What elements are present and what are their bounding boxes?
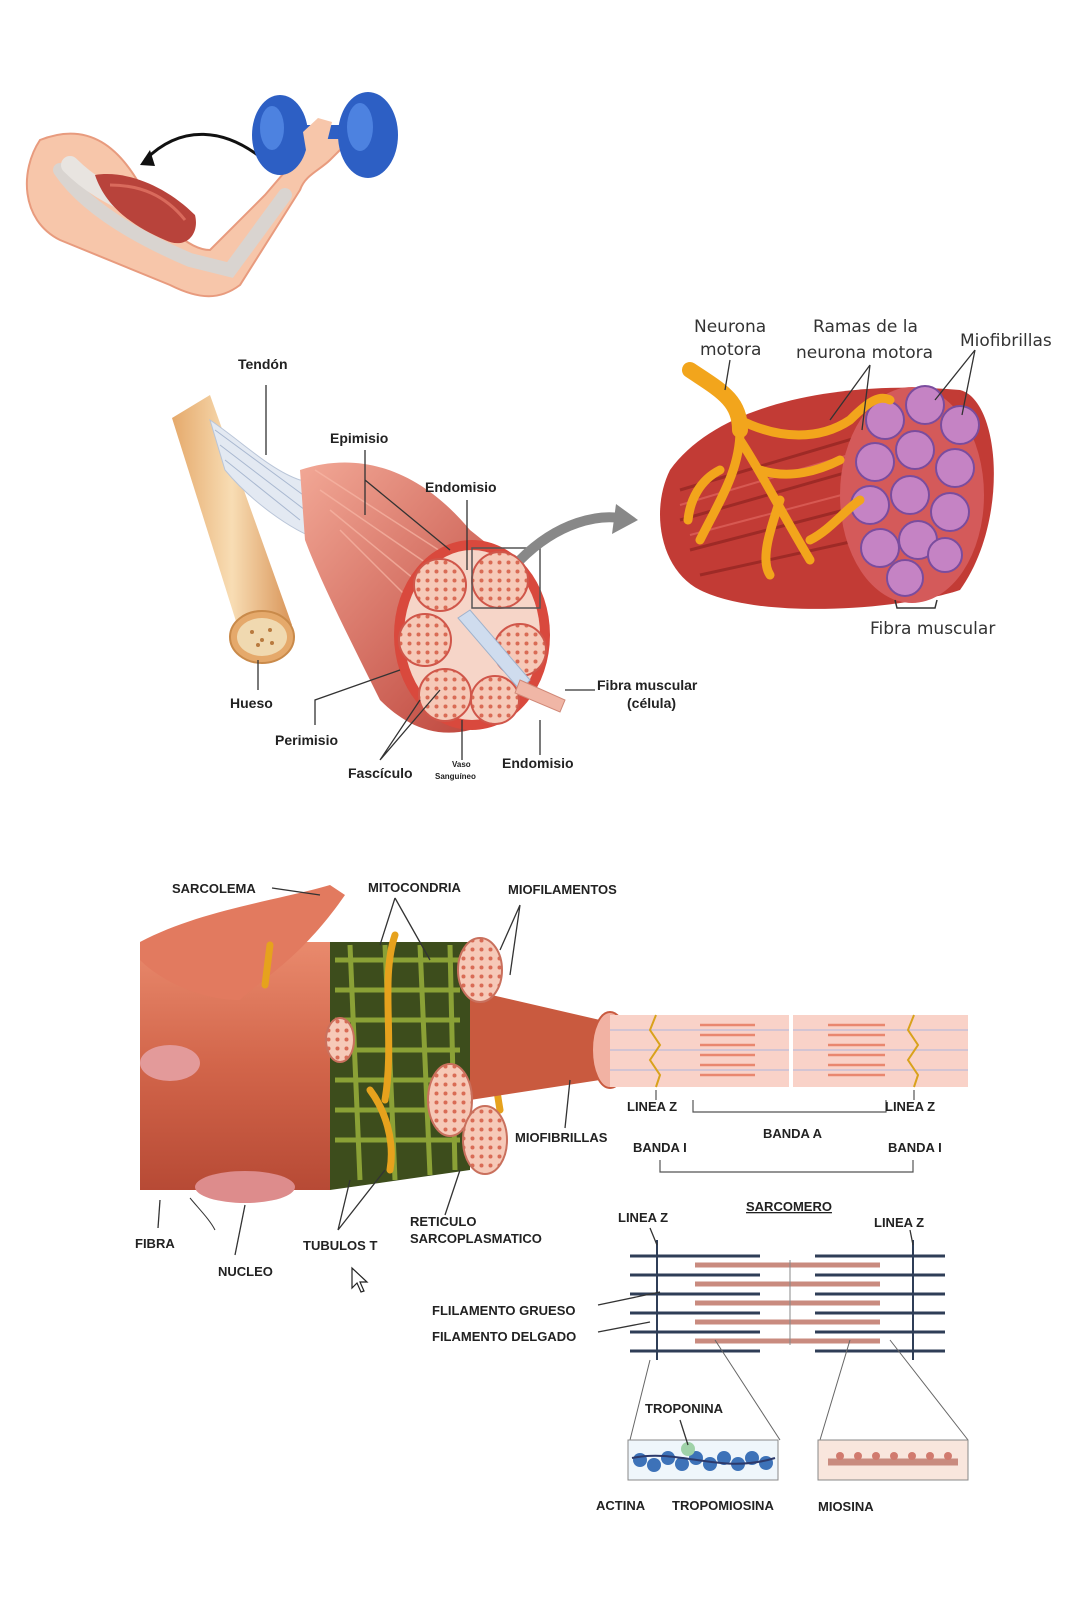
label-sarcolemma: SARCOLEMA <box>172 881 256 896</box>
label-mitochondria: MITOCONDRIA <box>368 880 462 895</box>
label-sr-2: SARCOPLASMATICO <box>410 1231 542 1246</box>
muscle-anatomy-illustration <box>172 395 638 733</box>
label-fiber-muscular: Fibra muscular <box>870 619 995 639</box>
label-motor-neuron-1: Neurona <box>694 317 766 337</box>
label-epimysium: Epimisio <box>330 430 388 446</box>
label-band-i-left: BANDA I <box>633 1140 687 1155</box>
label-troponin: TROPONINA <box>645 1401 724 1416</box>
label-z-line-right: LINEA Z <box>885 1099 935 1114</box>
label-blood-vessel-2: Sanguíneo <box>435 772 476 781</box>
label-myofibrils-top: Miofibrillas <box>960 331 1052 351</box>
label-fascicle: Fascículo <box>348 765 413 781</box>
label-tropomyosin: TROPOMIOSINA <box>672 1498 774 1513</box>
label-z-line-left: LINEA Z <box>627 1099 677 1114</box>
label-band-a: BANDA A <box>763 1126 823 1141</box>
fiber-structure-illustration <box>140 885 628 1230</box>
label-endomysium-bottom: Endomisio <box>502 755 574 771</box>
label-sarcomere: SARCOMERO <box>746 1199 832 1214</box>
label-myofibrils: MIOFIBRILLAS <box>515 1130 608 1145</box>
label-myofilaments: MIOFILAMENTOS <box>508 882 617 897</box>
motor-unit-illustration <box>660 370 994 609</box>
label-muscle-fiber-1: Fibra muscular <box>597 677 698 693</box>
label-thin-filament: FILAMENTO DELGADO <box>432 1329 576 1344</box>
label-fiber: FIBRA <box>135 1236 175 1251</box>
mouse-cursor-icon <box>352 1268 367 1292</box>
label-branches-1: Ramas de la <box>813 317 918 337</box>
label-endomysium-top: Endomisio <box>425 479 497 495</box>
label-blood-vessel-1: Vaso <box>452 760 471 769</box>
label-muscle-fiber-2: (célula) <box>627 695 676 711</box>
label-t-tubules: TUBULOS T <box>303 1238 377 1253</box>
label-nucleus: NUCLEO <box>218 1264 273 1279</box>
label-band-i-right: BANDA I <box>888 1140 942 1155</box>
label-sr-1: RETICULO <box>410 1214 476 1229</box>
filament-detail-illustration <box>628 1240 968 1480</box>
label-branches-2: neurona motora <box>796 343 933 363</box>
label-actin: ACTINA <box>596 1498 646 1513</box>
label-motor-neuron-2: motora <box>700 340 761 360</box>
label-perimysium: Perimisio <box>275 732 338 748</box>
label-z-line-left-2: LINEA Z <box>618 1210 668 1225</box>
label-z-line-right-2: LINEA Z <box>874 1215 924 1230</box>
label-bone: Hueso <box>230 695 273 711</box>
label-myosin: MIOSINA <box>818 1499 874 1514</box>
label-thick-filament: FLILAMENTO GRUESO <box>432 1303 575 1318</box>
label-tendon: Tendón <box>238 356 288 372</box>
